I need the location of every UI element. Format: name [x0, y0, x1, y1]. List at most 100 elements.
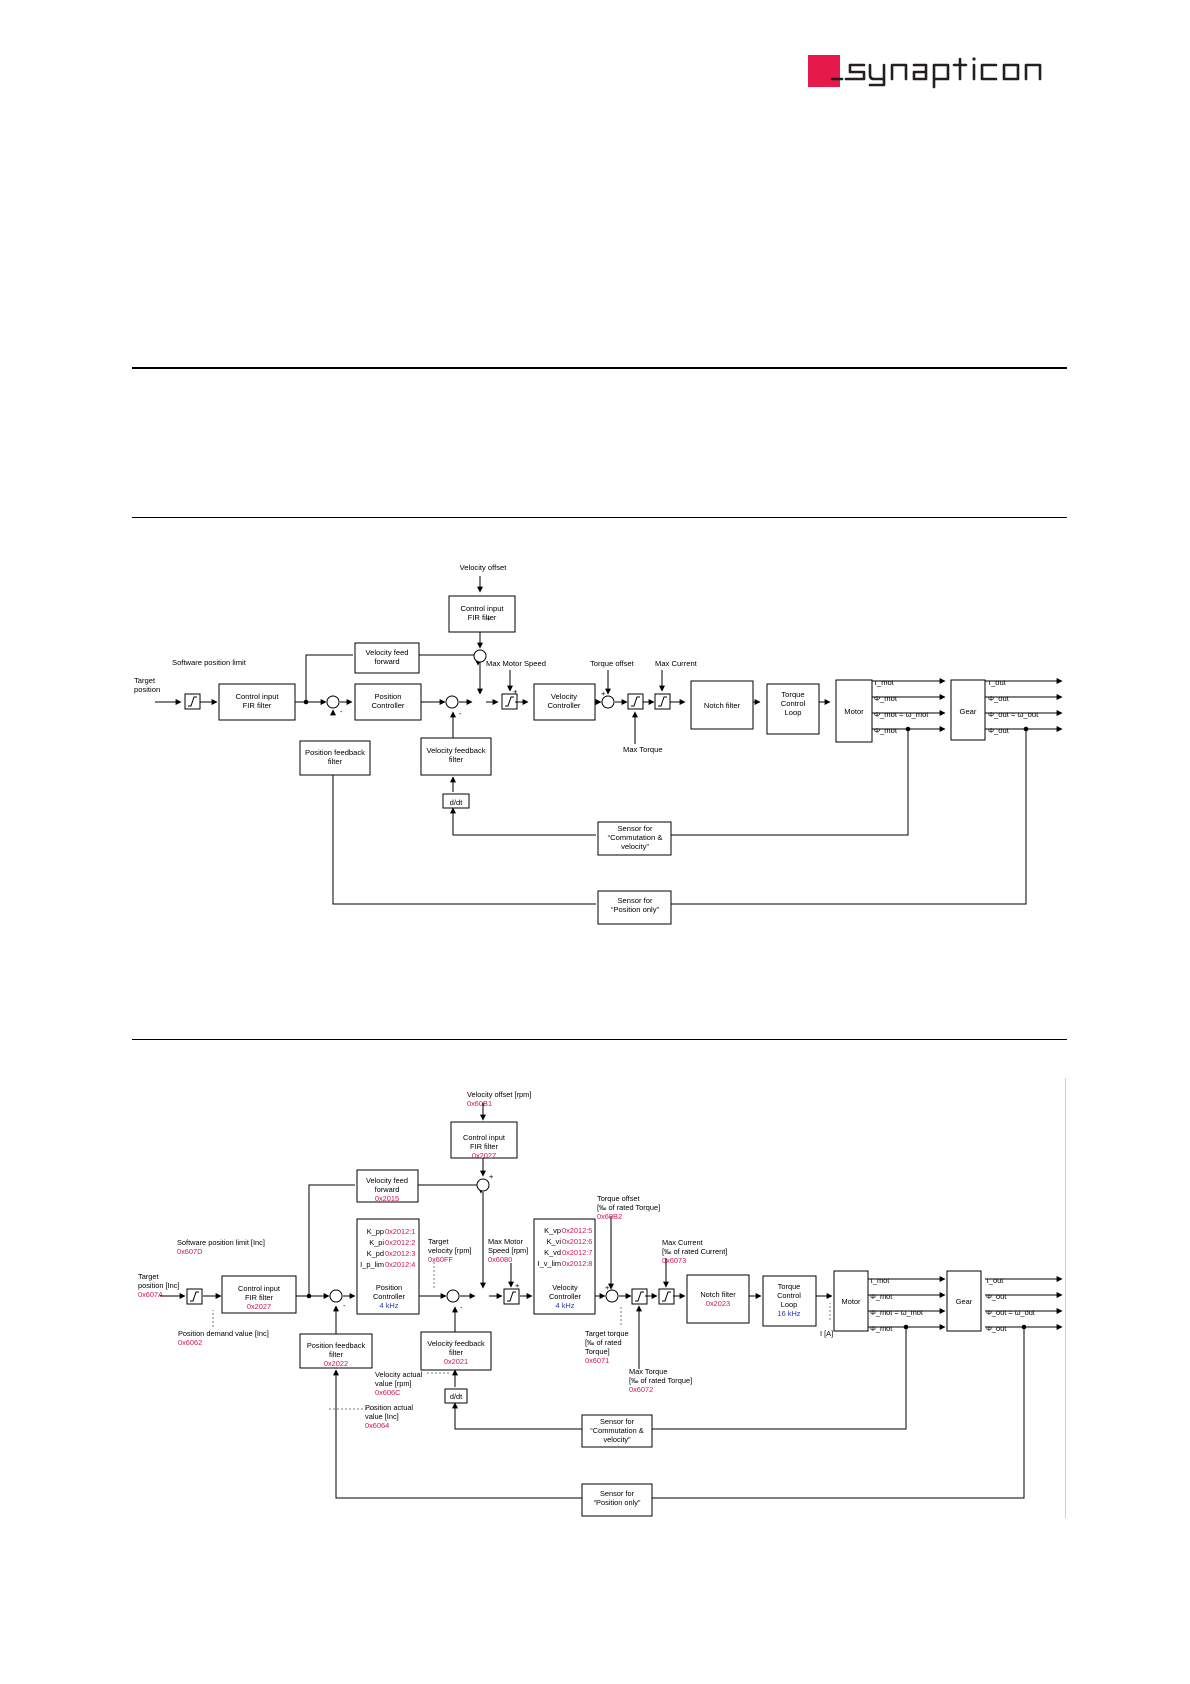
control-input-fir-top-label: FIR filter: [468, 613, 497, 622]
torque-offset-label: Torque offset: [590, 659, 635, 668]
max-torque-label: [‰ of rated Torque]: [629, 1376, 692, 1385]
velocity-feed-forward-label: Velocity feed: [366, 1176, 408, 1185]
target-velocity-label: velocity [rpm]: [428, 1246, 472, 1255]
notch-filter-label: Notch filter: [700, 1290, 736, 1299]
tau-out-label: τ_out: [988, 678, 1007, 687]
ddt-label: d/dt: [450, 798, 464, 807]
block-ddt: [442, 793, 470, 809]
diagram2-wires: [160, 1103, 1063, 1499]
sensor-commutation-label: velocity”: [603, 1435, 631, 1444]
diagram2-summing-nodes: [329, 1178, 619, 1303]
sum-node-torque: [601, 695, 615, 709]
velocity-feed-forward-id-label: 0x2015: [375, 1194, 399, 1203]
target-velocity-id-label: 0x60FF: [428, 1255, 454, 1264]
block-position-feedback-filter: [299, 740, 371, 776]
pos-param-id: 0x2012:3: [385, 1249, 415, 1258]
velocity-feedback-filter-label: Velocity feedback: [426, 746, 485, 755]
limiter-max-current: [654, 693, 671, 710]
sensor-position-label: Sensor for: [617, 896, 653, 905]
phi-mot1-label: Φ_mot: [870, 1292, 892, 1301]
diagram1-summing-nodes: [326, 649, 615, 709]
block-sensor-commutation: [597, 821, 672, 856]
block-control-input-fir-left-2: [221, 1275, 297, 1314]
section-rule-2: [132, 1039, 1067, 1040]
torque-control-loop-label: Torque: [778, 1282, 801, 1291]
current-label-label: I [A]: [820, 1329, 833, 1338]
position-actual-label: Position actual: [365, 1403, 413, 1412]
target-torque-id-label: 0x6071: [585, 1356, 609, 1365]
target-position-label: Target: [138, 1272, 159, 1281]
max-current-label: Max Current: [655, 659, 698, 668]
target-position-label: Target: [134, 676, 156, 685]
max-motor-speed-label: Max Motor Speed: [486, 659, 546, 668]
max-motor-speed-id-label: 0x6080: [488, 1255, 512, 1264]
tau-mot-label: τ_mot: [874, 678, 895, 687]
block-motor-2: [833, 1270, 869, 1332]
phi-out2-label: Φ_out: [986, 1324, 1006, 1333]
motor-label: Motor: [844, 707, 864, 716]
vel-param-id: 0x2012:5: [562, 1226, 592, 1235]
limiter-max-motor-speed: [501, 693, 518, 710]
sensor-position-label: “Position only”: [594, 1498, 641, 1507]
diagram2-saturation-blocks: [186, 1288, 675, 1305]
position-demand-label: Position demand value [Inc]: [178, 1329, 269, 1338]
block-velocity-feed-forward-2: [356, 1169, 419, 1203]
block-velocity-feedback-filter-2: [420, 1331, 492, 1371]
control-input-fir-top-label: FIR filter: [470, 1142, 498, 1151]
notch-filter-label: Notch filter: [704, 701, 741, 710]
max-motor-speed-label: Max Motor: [488, 1237, 523, 1246]
phi-mot-eq-label: Φ_mot = ω_mot: [874, 710, 929, 719]
plus-sign-label: +: [513, 687, 518, 696]
diagram2-dashed-taps: [212, 1262, 831, 1410]
velocity-controller-freq-label: 4 kHz: [556, 1301, 575, 1310]
phi-out1-label: Φ_out: [986, 1292, 1006, 1301]
control-input-fir-top-label: Control input: [463, 1133, 505, 1142]
block-torque-control-loop: [766, 683, 820, 735]
max-current-label: Max Current: [662, 1238, 703, 1247]
vel-param-name: K_vi: [547, 1237, 562, 1246]
control-input-fir-left-label: Control input: [235, 692, 279, 701]
torque-control-loop-label: Loop: [781, 1300, 797, 1309]
target-velocity-label: Target: [428, 1237, 449, 1246]
phi-mot1-label: Φ_mot: [874, 694, 898, 703]
software-position-limit-id-label: 0x607D: [177, 1247, 202, 1256]
diagram1-wires: [155, 576, 1063, 905]
block-notch-filter: [690, 680, 754, 730]
velocity-feedback-filter-id-label: 0x2021: [444, 1357, 468, 1366]
position-feedback-filter-label: Position feedback: [307, 1341, 366, 1350]
position-controller-freq-label: 4 kHz: [380, 1301, 399, 1310]
block-position-feedback-filter-2: [299, 1333, 373, 1369]
block-position-controller-2: [356, 1218, 420, 1315]
pos-param-name: K_pp: [367, 1227, 384, 1236]
phi-mot2-label: Φ_mot: [870, 1324, 892, 1333]
position-feedback-filter-label: filter: [329, 1350, 344, 1359]
software-position-limit-label: Software position limit: [172, 658, 247, 667]
plus-sign-label: +: [605, 1283, 609, 1292]
phi-out2-label: Φ_out: [988, 726, 1010, 735]
position-feedback-filter-id-label: 0x2022: [324, 1359, 348, 1368]
sensor-position-label: Sensor for: [600, 1489, 635, 1498]
torque-control-loop-label: Control: [781, 699, 806, 708]
target-position-id-label: 0x607A: [138, 1290, 163, 1299]
plus-sign-label: +: [486, 614, 491, 623]
sum-node-velocity-offset-2: [476, 1178, 490, 1192]
diagram1-blocks: [218, 595, 986, 925]
software-position-limit-label: Software position limit [Inc]: [177, 1238, 265, 1247]
max-current-label: [‰ of rated Current]: [662, 1247, 727, 1256]
logo-wordmark: [830, 57, 1042, 89]
vel-param-name: K_vp: [544, 1226, 561, 1235]
position-actual-id-label: 0x6064: [365, 1421, 389, 1430]
sensor-commutation-label: “Commutation &: [608, 833, 663, 842]
sensor-commutation-label: Sensor for: [600, 1417, 635, 1426]
logo-mark: [808, 55, 840, 87]
block-motor: [835, 679, 873, 743]
pos-param-name: I_p_lim: [360, 1260, 384, 1269]
section-rule-top: [132, 367, 1067, 369]
phi-mot2-label: Φ_mot: [874, 726, 898, 735]
max-torque-label: Max Torque: [629, 1367, 667, 1376]
diagram2-blocks: [221, 1121, 982, 1517]
velocity-offset-label: Velocity offset: [460, 563, 508, 572]
tau-mot-label: τ_mot: [870, 1276, 889, 1285]
